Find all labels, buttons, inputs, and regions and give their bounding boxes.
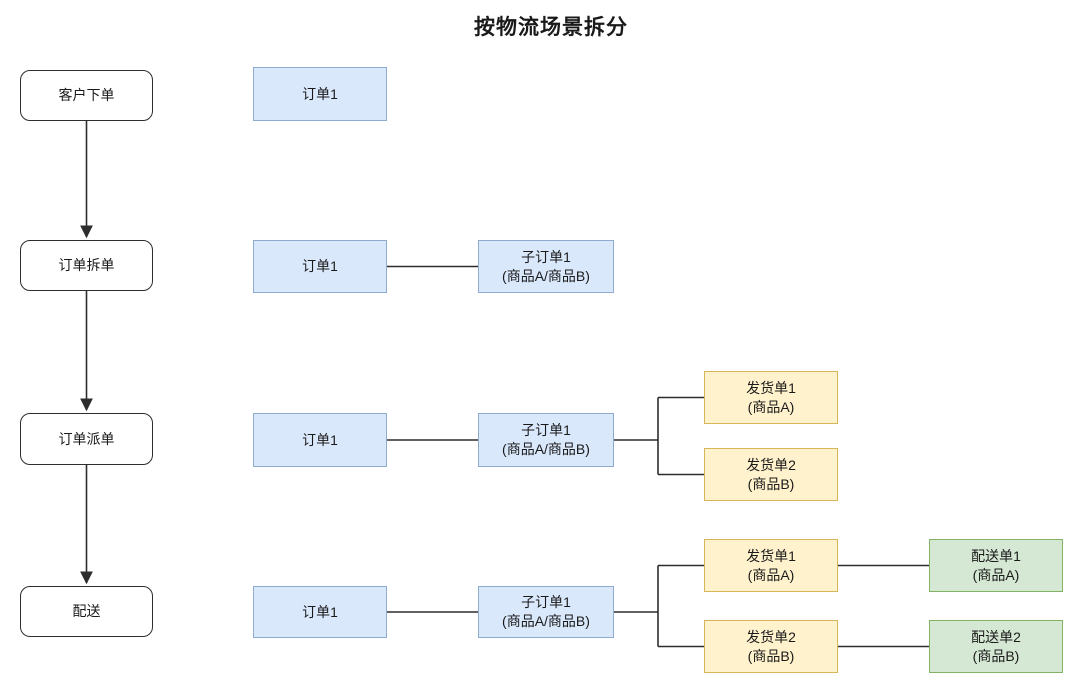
- row4-shipment2-subtitle: (商品B): [747, 647, 795, 664]
- row4-shipment2-box: 发货单2 (商品B): [704, 620, 838, 673]
- row4-delivery2-box: 配送单2 (商品B): [929, 620, 1063, 673]
- row3-suborder-title: 子订单1: [521, 422, 571, 438]
- row4-suborder-box: 子订单1 (商品A/商品B): [478, 586, 614, 638]
- row4-delivery2-subtitle: (商品B): [972, 647, 1020, 664]
- stage-customer-order: 客户下单: [20, 70, 153, 121]
- row4-suborder-title: 子订单1: [521, 594, 571, 610]
- row4-delivery2-title: 配送单2: [971, 628, 1021, 645]
- row3-shipment1-subtitle: (商品A): [747, 398, 795, 415]
- row4-delivery1-box: 配送单1 (商品A): [929, 539, 1063, 592]
- stage-delivery: 配送: [20, 586, 153, 637]
- row3-shipment2-box: 发货单2 (商品B): [704, 448, 838, 501]
- row3-shipment2-title: 发货单2: [746, 456, 796, 473]
- row4-order-label: 订单1: [302, 603, 338, 620]
- stage-order-split-label: 订单拆单: [58, 257, 115, 273]
- stage-order-dispatch: 订单派单: [20, 413, 153, 465]
- row4-shipment2-title: 发货单2: [746, 628, 796, 645]
- row3-shipment1-box: 发货单1 (商品A): [704, 371, 838, 424]
- row3-order-box: 订单1: [253, 413, 387, 467]
- row2-suborder-box: 子订单1 (商品A/商品B): [478, 240, 614, 293]
- stage-delivery-label: 配送: [72, 603, 101, 619]
- row4-order-box: 订单1: [253, 586, 387, 638]
- row1-order-label: 订单1: [302, 85, 338, 102]
- row3-shipment2-subtitle: (商品B): [747, 475, 795, 492]
- row3-suborder-box: 子订单1 (商品A/商品B): [478, 413, 614, 467]
- stage-order-split: 订单拆单: [20, 240, 153, 291]
- row3-order-label: 订单1: [302, 431, 338, 448]
- row2-order-box: 订单1: [253, 240, 387, 293]
- row4-shipment1-title: 发货单1: [746, 547, 796, 564]
- row4-shipment1-box: 发货单1 (商品A): [704, 539, 838, 592]
- row3-shipment1-title: 发货单1: [746, 379, 796, 396]
- row3-suborder-subtitle: (商品A/商品B): [502, 441, 590, 457]
- row2-suborder-title: 子订单1: [521, 248, 571, 265]
- stage-order-dispatch-label: 订单派单: [58, 430, 115, 447]
- row2-order-label: 订单1: [302, 258, 338, 274]
- diagram-title: 按物流场景拆分: [474, 16, 628, 39]
- stage-customer-order-label: 客户下单: [58, 87, 115, 103]
- row1-order-box: 订单1: [253, 67, 387, 121]
- row4-shipment1-subtitle: (商品A): [747, 566, 795, 583]
- row2-suborder-subtitle: (商品A/商品B): [502, 267, 590, 284]
- row4-delivery1-subtitle: (商品A): [972, 566, 1020, 583]
- row4-delivery1-title: 配送单1: [971, 547, 1021, 564]
- row4-suborder-subtitle: (商品A/商品B): [502, 613, 590, 629]
